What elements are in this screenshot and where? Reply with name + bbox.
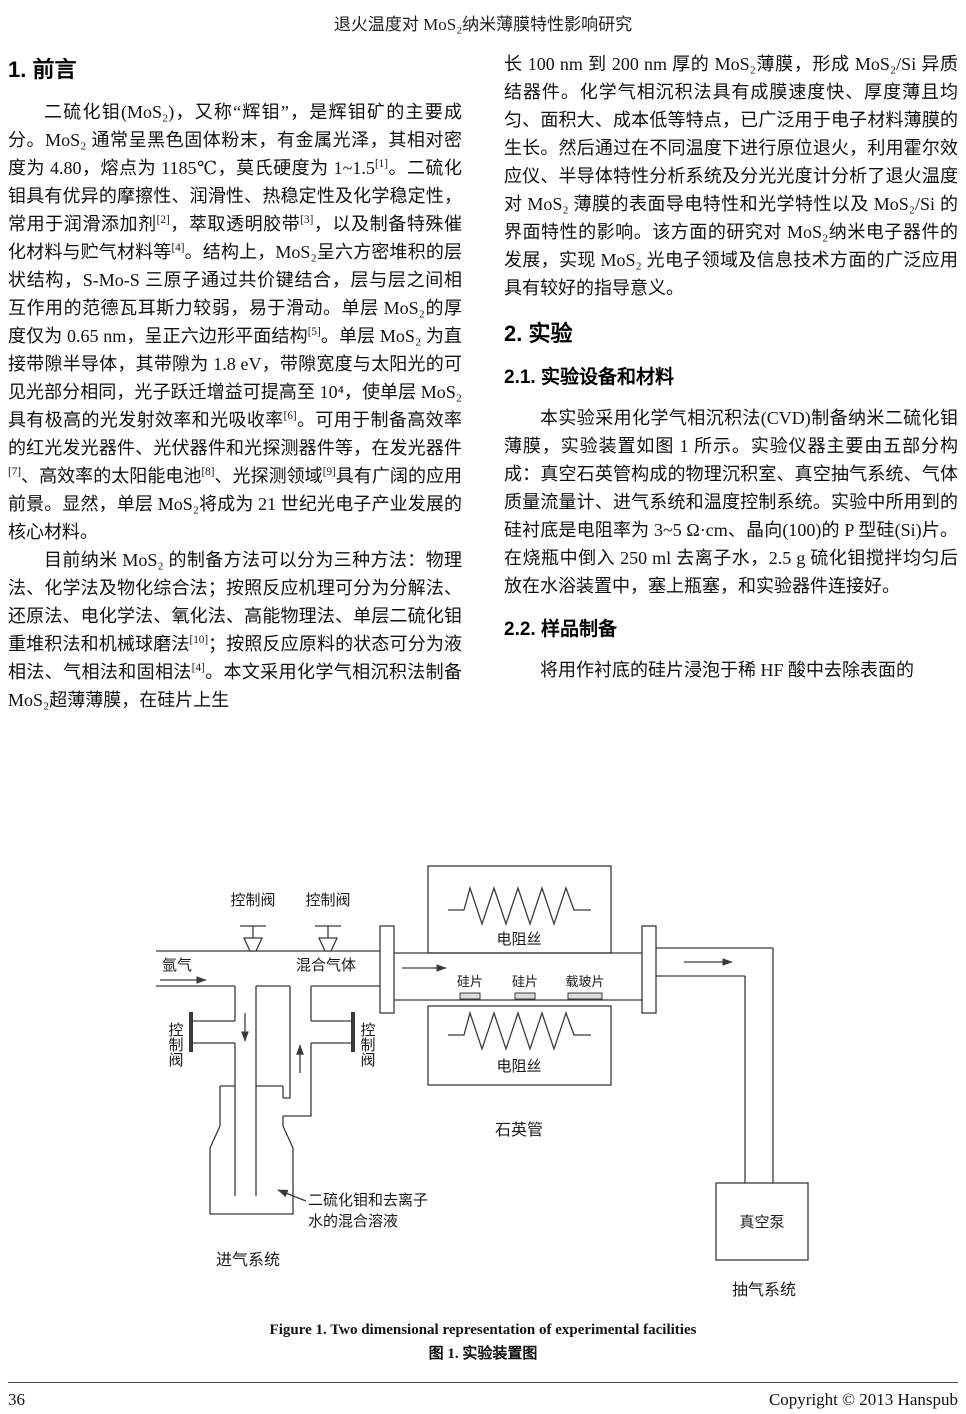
samples: 硅片 硅片 载玻片 <box>457 974 605 1000</box>
figure-1-diagram: 控制阀 控制阀 氩气 混合气体 电阻丝 硅片 硅片 <box>148 858 818 1318</box>
control-valve-label: 控制阀 <box>359 1022 376 1068</box>
section-2-heading: 2. 实验 <box>504 321 573 346</box>
solution-flask <box>209 1085 294 1215</box>
silicon-wafer-label: 硅片 <box>512 974 538 989</box>
resistance-wire-zigzag <box>448 1010 591 1052</box>
control-valve-label: 控制阀 <box>305 892 350 909</box>
section-2-1-paragraph: 本实验采用化学气相沉积法(CVD)制备纳米二硫化钼薄膜，实验装置如图 1 所示。… <box>504 408 958 596</box>
solution-label-line2: 水的混合溶液 <box>308 1213 398 1230</box>
vacuum-pump-label: 真空泵 <box>739 1213 784 1231</box>
argon-label: 氩气 <box>162 957 192 974</box>
pumping-system-label: 抽气系统 <box>732 1281 796 1299</box>
solution-pointer-arrow <box>277 1189 307 1202</box>
exhaust-pipe <box>656 947 774 1183</box>
tube-flange-left <box>379 925 395 1014</box>
heater-bottom: 电阻丝 <box>427 1005 612 1086</box>
section-2-2-heading: 2.2. 样品制备 <box>504 619 617 640</box>
solution-label: 二硫化钼和去离子 水的混合溶液 <box>277 1189 428 1230</box>
page-footer: 36 Copyright © 2013 Hanspub <box>8 1382 958 1410</box>
resistance-wire-label: 电阻丝 <box>496 1058 541 1075</box>
control-valve-left: 控制阀 <box>167 1012 235 1068</box>
bubbler-outlet-pipe <box>283 986 312 1117</box>
section-2-2-paragraph: 将用作衬底的硅片浸泡于稀 HF 酸中去除表面的 <box>540 660 915 680</box>
tube-flange-right <box>641 925 657 1014</box>
quartz-tube-label: 石英管 <box>495 1121 543 1139</box>
two-column-body: 1. 前言 二硫化钼(MoS₂)，又称“辉钼”，是辉钼矿的主要成分。MoS₂ 通… <box>8 50 958 852</box>
copyright: Copyright © 2013 Hanspub <box>768 1390 958 1409</box>
heater-top: 电阻丝 <box>427 865 612 954</box>
control-valve-label: 控制阀 <box>230 892 275 909</box>
bubbler-inlet-pipe <box>234 986 257 1196</box>
section-2-1-heading: 2.1. 实验设备和材料 <box>504 367 674 388</box>
mixed-gas-label: 混合气体 <box>296 957 356 974</box>
resistance-wire-zigzag <box>448 885 591 927</box>
continuation-paragraph: 长 100 nm 到 200 nm 厚的 MoS₂薄膜，形成 MoS₂/Si 异… <box>504 54 958 298</box>
intro-paragraph-1: 二硫化钼(MoS₂)，又称“辉钼”，是辉钼矿的主要成分。MoS₂ 通常呈黑色固体… <box>8 102 463 542</box>
gas-inlet-pipe <box>156 950 380 987</box>
silicon-wafer-label: 硅片 <box>457 974 483 989</box>
left-column: 1. 前言 二硫化钼(MoS₂)，又称“辉钼”，是辉钼矿的主要成分。MoS₂ 通… <box>8 50 462 852</box>
figure-caption: Figure 1. Two dimensional representation… <box>0 1322 966 1363</box>
resistance-wire-label: 电阻丝 <box>496 931 541 948</box>
silicon-wafer-chip <box>514 992 536 1000</box>
solution-label-line1: 二硫化钼和去离子 <box>308 1192 428 1209</box>
glass-slide-label: 载玻片 <box>565 974 604 989</box>
intro-paragraph-2: 目前纳米 MoS₂ 的制备方法可以分为三种方法：物理法、化学法及物化综合法；按照… <box>8 550 463 710</box>
figure-caption-en: Figure 1. Two dimensional representation… <box>269 1322 697 1338</box>
inlet-system-label: 进气系统 <box>216 1251 280 1269</box>
paper-title: 退火温度对 MoS₂纳米薄膜特性影响研究 <box>333 15 633 34</box>
figure-caption-zh: 图 1. 实验装置图 <box>428 1346 538 1362</box>
page-number: 36 <box>8 1390 25 1409</box>
glass-slide-chip <box>567 992 603 1000</box>
control-valve-right: 控制阀 <box>311 1012 376 1068</box>
vacuum-pump: 真空泵 <box>715 1182 809 1261</box>
silicon-wafer-chip <box>459 992 481 1000</box>
right-column: 长 100 nm 到 200 nm 厚的 MoS₂薄膜，形成 MoS₂/Si 异… <box>504 50 958 852</box>
section-1-heading: 1. 前言 <box>8 57 77 82</box>
control-valve-top-1: 控制阀 <box>230 892 276 952</box>
control-valve-top-2: 控制阀 <box>305 892 351 952</box>
control-valve-label: 控制阀 <box>167 1022 184 1068</box>
